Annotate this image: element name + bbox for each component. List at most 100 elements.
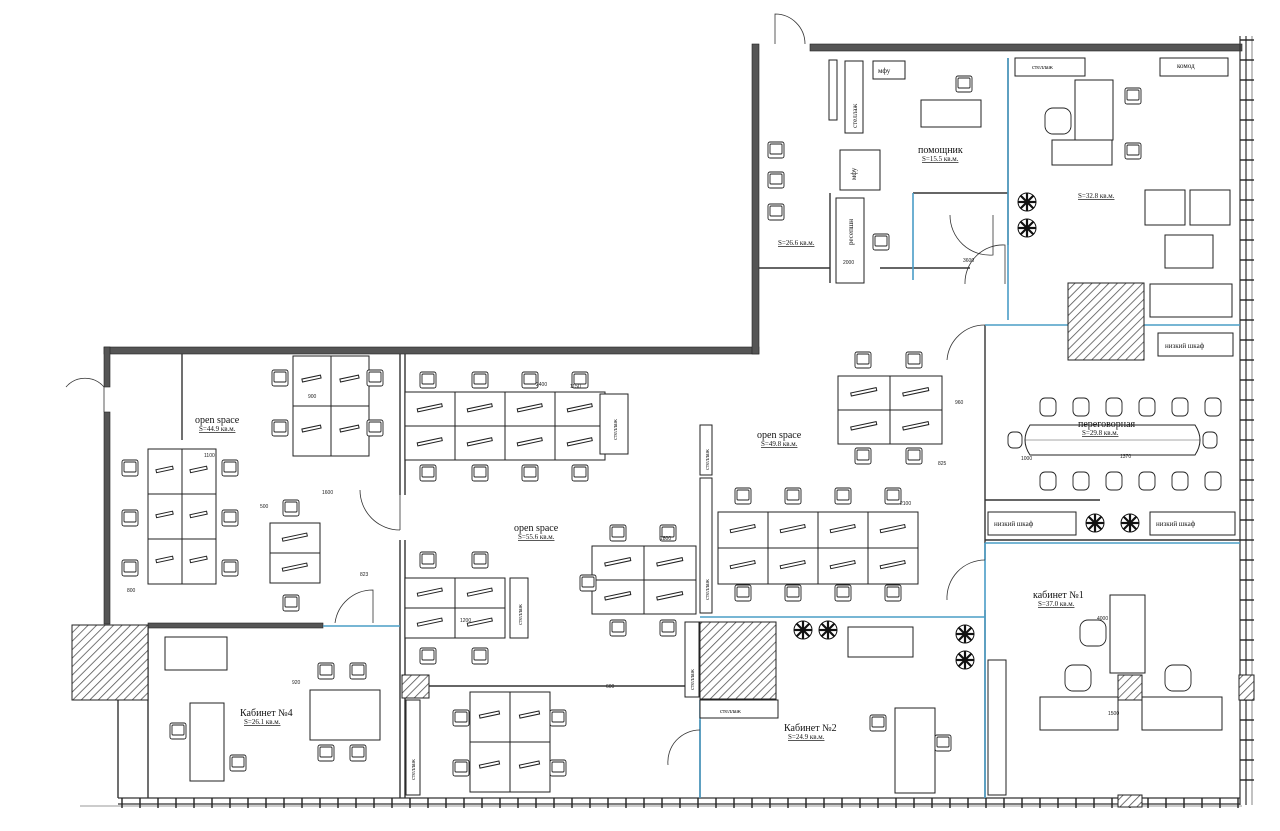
meeting-chair	[1105, 397, 1123, 417]
chair-seat	[836, 586, 850, 598]
plant	[1017, 192, 1037, 212]
dimension-label: 500	[260, 504, 269, 510]
room-area-os-right: S=49.8 кв.м.	[761, 440, 798, 448]
chair-seat	[454, 761, 468, 773]
chair-seat	[319, 664, 333, 676]
dimension-label: 823	[360, 572, 369, 578]
chair-seat	[786, 586, 800, 598]
monitor	[656, 557, 684, 567]
chair-seat	[123, 511, 137, 523]
monitor	[189, 555, 208, 564]
chair-seat	[769, 143, 783, 155]
desk	[469, 741, 511, 793]
label-shelf-6: стеллаж	[411, 758, 417, 780]
monitor	[879, 523, 906, 534]
chair-seat	[769, 173, 783, 185]
plant	[955, 624, 975, 644]
desk-cluster	[591, 545, 697, 615]
plant	[818, 620, 838, 640]
chair-seat	[284, 596, 298, 608]
desk	[292, 355, 332, 407]
meeting-chair	[1105, 471, 1123, 491]
monitor	[281, 532, 308, 542]
monitor	[416, 437, 443, 447]
armchair	[1044, 107, 1072, 135]
desk-cluster	[404, 391, 606, 461]
monitor	[155, 510, 174, 519]
meeting-chair	[1072, 471, 1090, 491]
dimension-label: 1370	[1120, 454, 1131, 460]
monitor	[301, 424, 322, 433]
door-swings	[65, 13, 1006, 766]
dimension-label: 920	[292, 680, 301, 686]
chairs	[121, 75, 1222, 777]
monitor	[189, 465, 208, 474]
chair-seat	[736, 586, 750, 598]
monitor	[478, 760, 501, 769]
meeting-chair	[1171, 471, 1189, 491]
chair-seat	[123, 561, 137, 573]
chair-seat	[769, 205, 783, 217]
monitor	[566, 403, 593, 413]
room-label-os-right: open space	[757, 430, 802, 441]
chair-seat	[223, 511, 237, 523]
dimension-label: 900	[308, 394, 317, 400]
chair-seat	[836, 489, 850, 501]
chair-seat	[907, 449, 921, 461]
monitor	[850, 387, 878, 397]
chair-seat	[523, 373, 537, 385]
dimension-label: 2400	[536, 382, 547, 388]
chair-seat	[856, 449, 870, 461]
plant	[955, 650, 975, 670]
room-label-meeting: переговорная	[1078, 419, 1136, 430]
chair-seat	[661, 526, 675, 538]
chair-seat	[473, 553, 487, 565]
meeting-chair	[1007, 431, 1023, 449]
dimension-label: 1000	[1021, 456, 1032, 462]
monitor	[466, 587, 493, 597]
dimension-label: 2000	[843, 260, 854, 266]
dimension-label: 1500	[1108, 711, 1119, 717]
dimension-label: 800	[127, 588, 136, 594]
label-shelf-5: стеллаж	[705, 578, 711, 600]
dimension-label: 960	[955, 400, 964, 406]
monitor	[829, 559, 856, 570]
monitor	[466, 617, 493, 627]
desk	[330, 405, 370, 457]
chair-seat	[551, 711, 565, 723]
room-label-os-center: open space	[514, 523, 559, 534]
chair-seat	[1126, 144, 1140, 156]
room-area-reception: S=26.6 кв.м.	[778, 239, 815, 247]
chair-seat	[368, 421, 382, 433]
chair-seat	[957, 77, 971, 89]
desk	[330, 355, 370, 407]
desk-cluster	[269, 522, 321, 584]
chair-seat	[611, 526, 625, 538]
room-area-meeting: S=29.8 кв.м.	[1082, 429, 1119, 437]
dimension-label: 1200	[460, 618, 471, 624]
room-label-cab2: Кабинет №2	[784, 723, 837, 734]
monitor	[478, 710, 501, 719]
chair-seat	[231, 756, 245, 768]
furniture-labels: мфу мфу стеллаж ресепшн комод стеллаж ни…	[411, 62, 1205, 780]
chair-seat	[123, 461, 137, 473]
room-area-os-left: S=44.9 кв.м.	[199, 425, 236, 433]
window-mullions	[121, 39, 1254, 808]
label-reception: ресепшн	[847, 219, 855, 245]
monitor	[902, 387, 930, 397]
chair-seat	[223, 461, 237, 473]
monitor	[518, 760, 541, 769]
monitor	[850, 421, 878, 431]
desk	[181, 493, 217, 540]
desk-cluster	[292, 355, 370, 457]
chair-seat	[611, 621, 625, 633]
meeting-chair	[1202, 431, 1218, 449]
dimension-label: 1600	[322, 490, 333, 496]
room-area-cab4: S=26.1 кв.м.	[244, 718, 281, 726]
label-mfu-2: мфу	[850, 167, 858, 180]
desk	[509, 691, 551, 743]
chair-seat	[573, 466, 587, 478]
bottom-facade	[80, 797, 1242, 807]
meeting-chair	[1138, 471, 1156, 491]
